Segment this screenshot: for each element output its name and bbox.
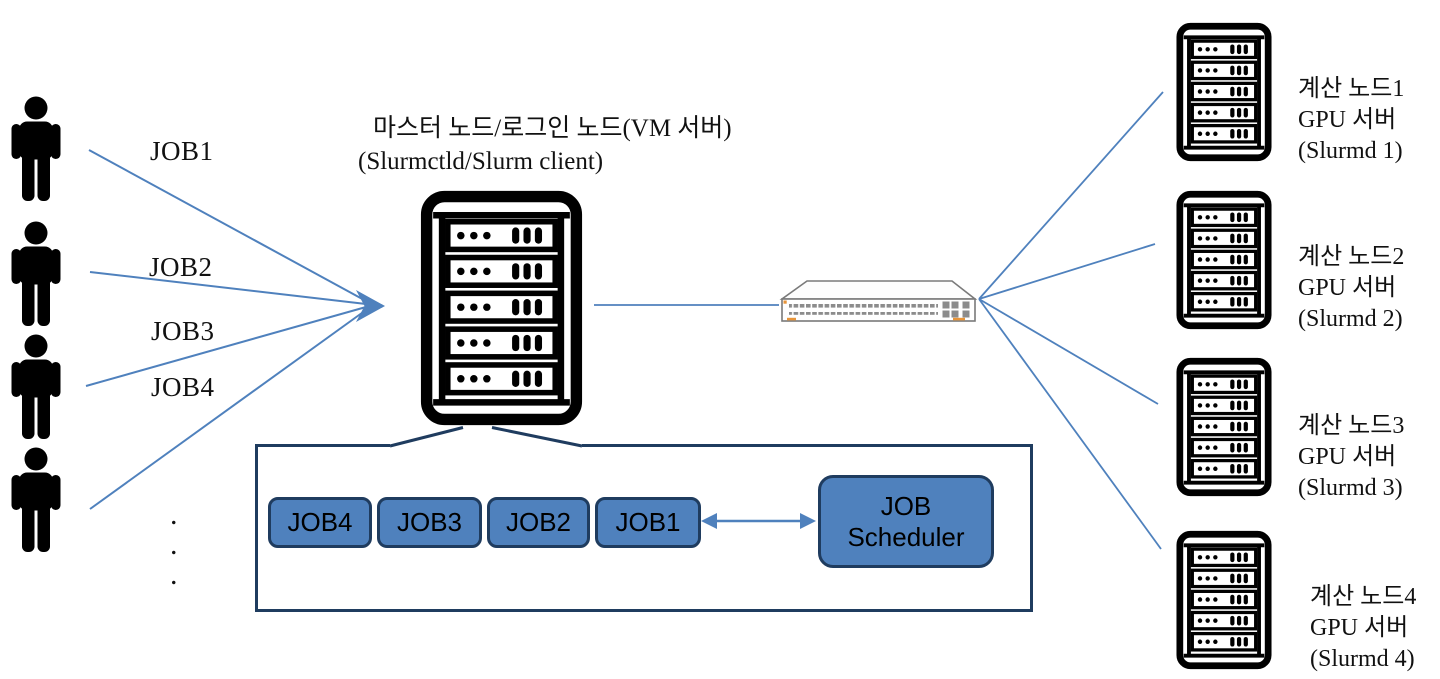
node-type: GPU 서버 [1298, 444, 1397, 470]
compute-node4-label: 계산 노드4 GPU 서버 (Slurmd 4) [1310, 582, 1416, 675]
user-icon [11, 447, 61, 552]
node4-line [978, 298, 1162, 550]
job-scheduler-label-line1: JOB [880, 490, 932, 521]
ellipsis-dot: . [170, 558, 178, 591]
node3-line [978, 298, 1159, 405]
queue-panel-outline [255, 444, 1033, 612]
compute-node-rack-icon [1176, 187, 1272, 333]
node-daemon: (Slurmd 4) [1310, 646, 1415, 672]
master-node-title-line1: 마스터 노드/로그인 노드(VM 서버) [373, 115, 732, 142]
queue-item-job1: JOB1 [595, 497, 701, 548]
node-type: GPU 서버 [1298, 107, 1397, 133]
job-scheduler-label-line2: Scheduler [847, 521, 965, 552]
node-name: 계산 노드1 [1298, 76, 1405, 102]
master-node-title: 마스터 노드/로그인 노드(VM 서버) (Slurmctld/Slurm cl… [358, 112, 732, 178]
node-type: GPU 서버 [1298, 275, 1397, 301]
node-name: 계산 노드3 [1298, 413, 1405, 439]
user-icon [11, 221, 61, 326]
job1-line [88, 149, 367, 302]
node-name: 계산 노드2 [1298, 244, 1405, 270]
compute-node-rack-icon [1176, 354, 1272, 500]
node-daemon: (Slurmd 2) [1298, 306, 1403, 332]
queue-item-job3: JOB3 [377, 497, 482, 548]
ellipsis-dot: . [170, 528, 178, 561]
compute-node1-label: 계산 노드1 GPU 서버 (Slurmd 1) [1298, 74, 1404, 167]
compute-node-rack-icon [1176, 19, 1272, 165]
node2-line [978, 243, 1156, 300]
user-icon [11, 96, 61, 201]
job3-label: JOB3 [151, 316, 215, 346]
job3-line [85, 306, 367, 387]
compute-node-rack-icon [1176, 527, 1272, 673]
callout-wedge [389, 426, 583, 448]
compute-node2-label: 계산 노드2 GPU 서버 (Slurmd 2) [1298, 242, 1404, 335]
node-daemon: (Slurmd 1) [1298, 138, 1403, 164]
switch-node-lines [978, 91, 1164, 550]
job4-label: JOB4 [151, 372, 215, 402]
user-job-lines [85, 149, 367, 510]
job-scheduler-box: JOB Scheduler [818, 475, 994, 568]
queue-scheduler-arrow [701, 513, 816, 529]
job1-label: JOB1 [150, 136, 214, 166]
node1-line [978, 91, 1164, 300]
node-name: 계산 노드4 [1310, 584, 1417, 610]
job4-line [89, 309, 367, 510]
queue-item-job2: JOB2 [487, 497, 590, 548]
ellipsis-dot: . [170, 498, 178, 531]
queue-item-job4: JOB4 [268, 497, 372, 548]
job2-line [89, 271, 367, 305]
master-node-rack-icon [420, 190, 583, 426]
jobs-arrowhead-icon [356, 290, 385, 322]
job2-label: JOB2 [149, 252, 213, 282]
master-node-title-line2: (Slurmctld/Slurm client) [358, 148, 604, 175]
compute-node3-label: 계산 노드3 GPU 서버 (Slurmd 3) [1298, 411, 1404, 504]
user-icon [11, 334, 61, 439]
node-type: GPU 서버 [1310, 615, 1409, 641]
node-daemon: (Slurmd 3) [1298, 475, 1403, 501]
network-switch-icon [779, 280, 978, 322]
